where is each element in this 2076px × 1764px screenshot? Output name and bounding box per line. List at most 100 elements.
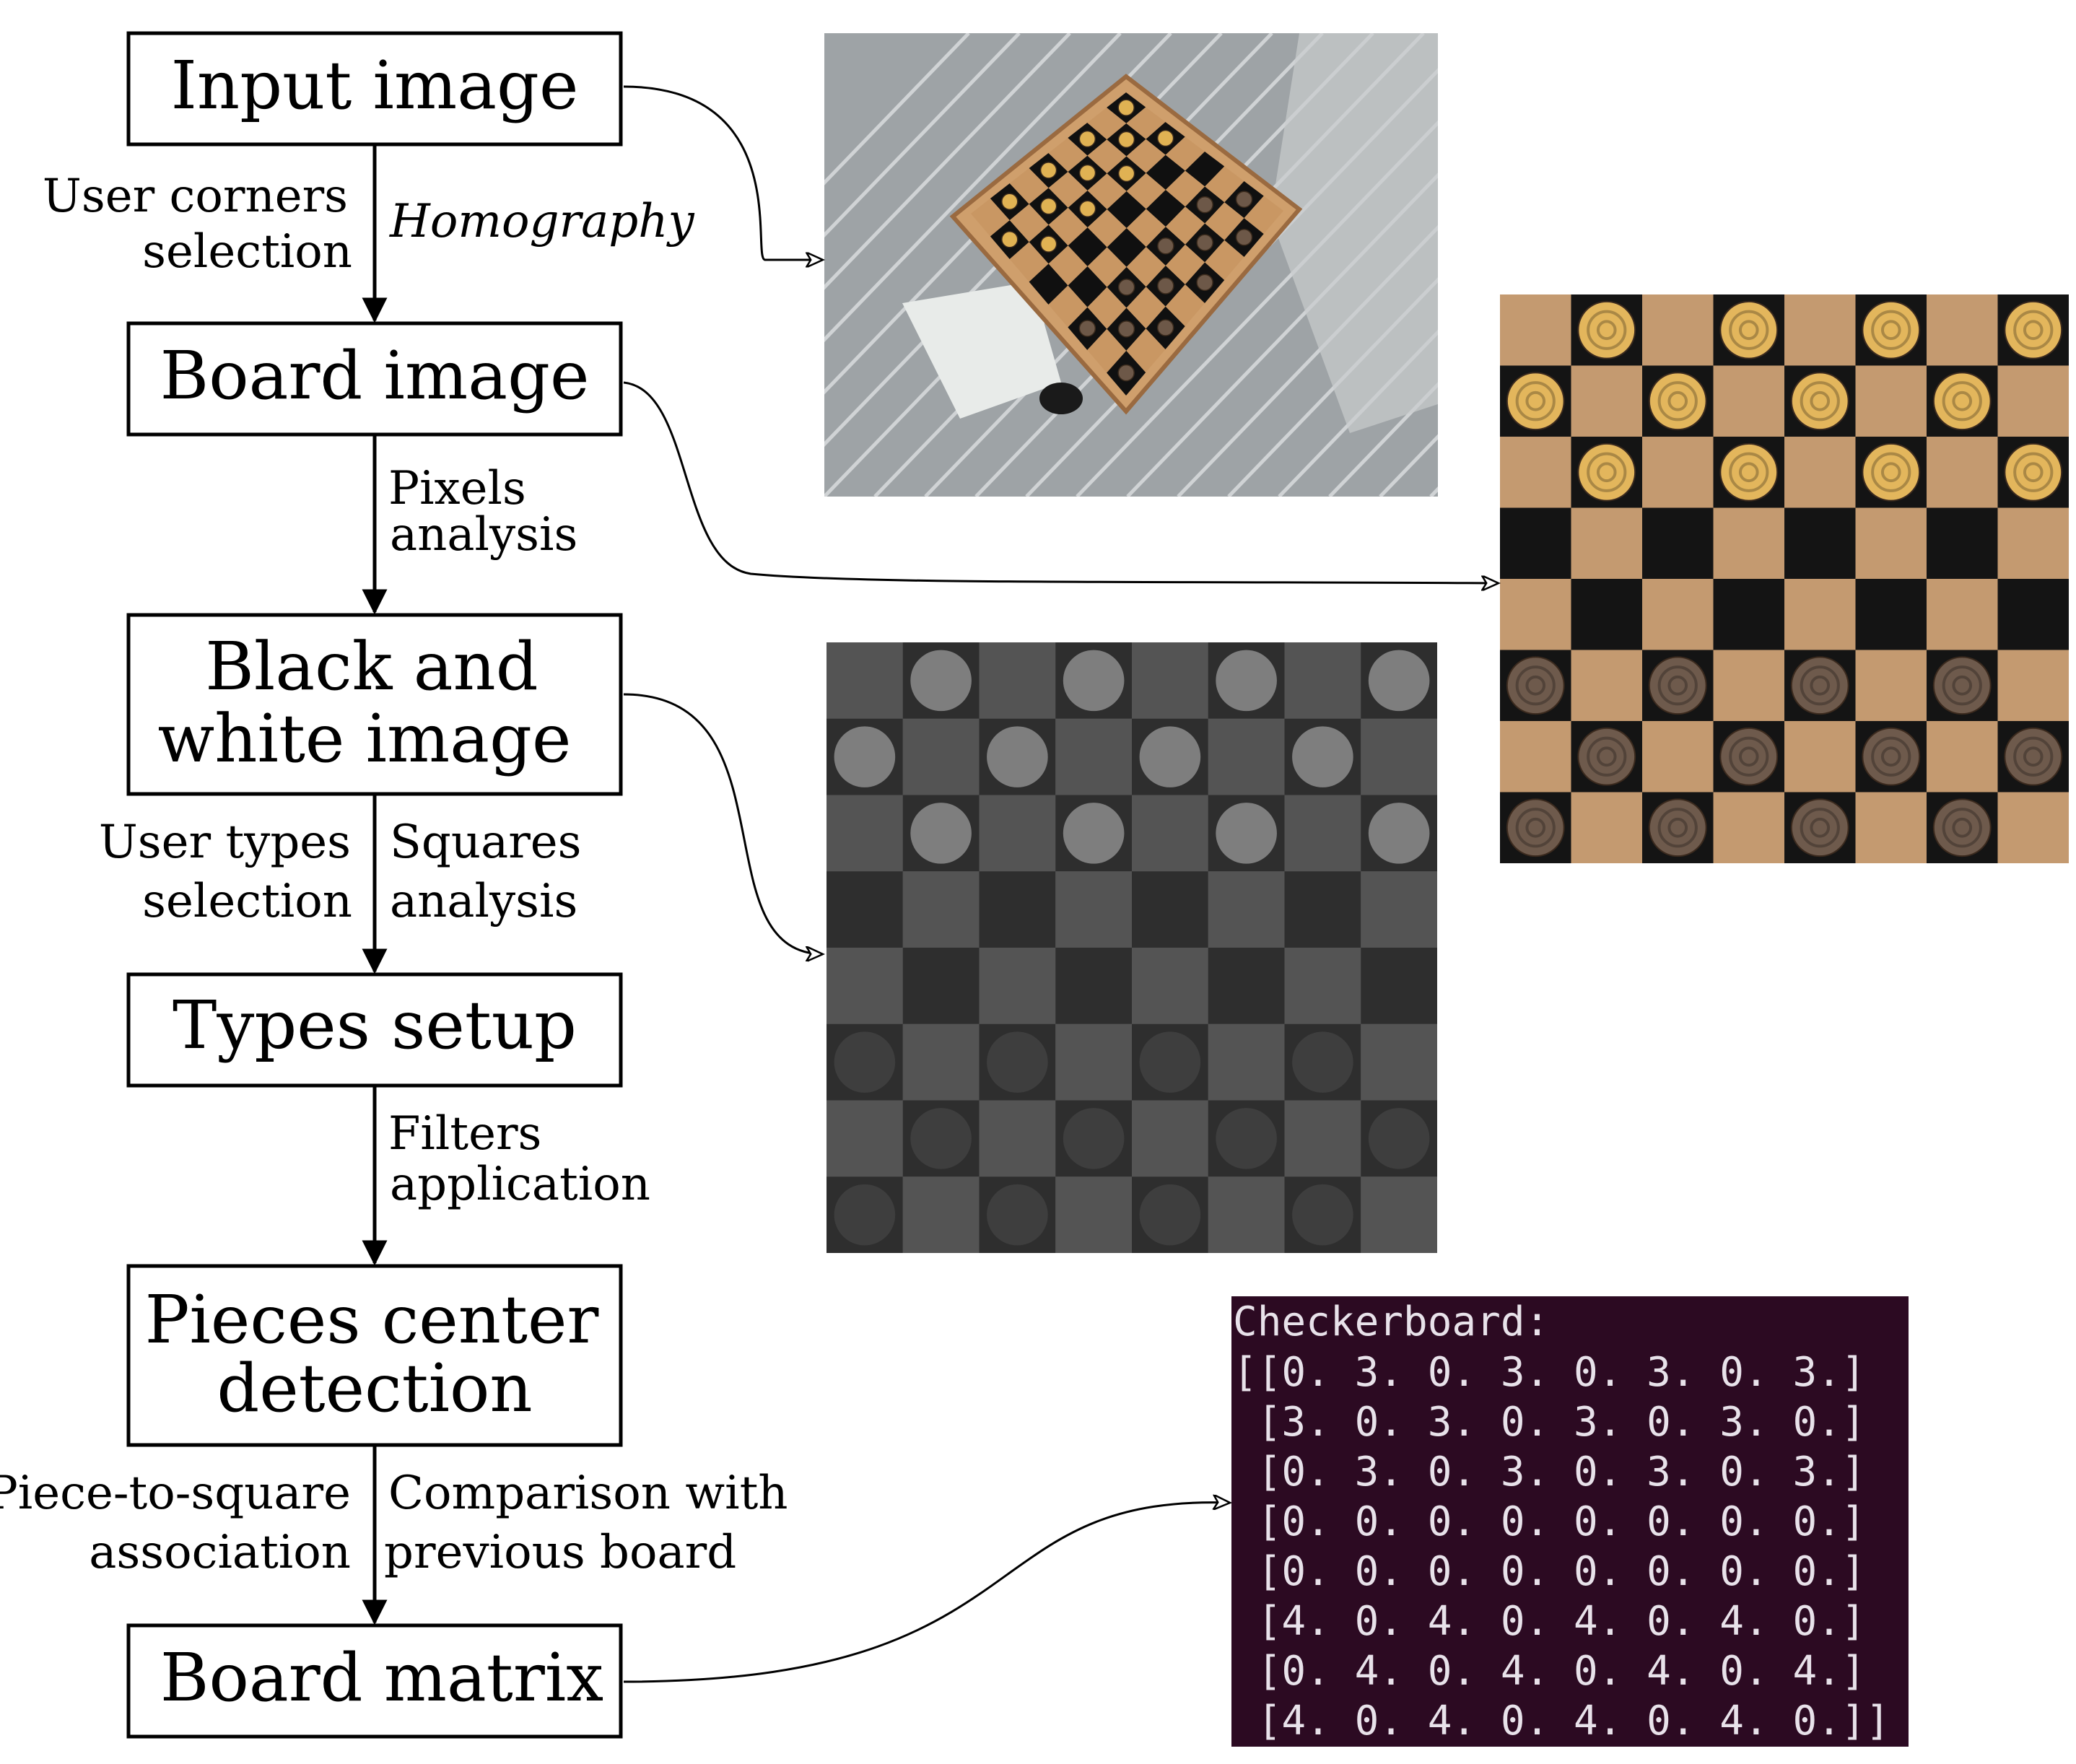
terminal-output: Checkerboard: [[0. 3. 0. 3. 0. 3. 0. 3.]… xyxy=(1231,1296,1909,1747)
board-square xyxy=(1927,721,1998,793)
rail-line xyxy=(824,33,970,185)
terminal-row: [3. 0. 3. 0. 3. 0. 3. 0.] xyxy=(1233,1399,1866,1446)
bw-square xyxy=(1208,948,1285,1024)
photo-square xyxy=(1009,168,1049,204)
terminal-row: [4. 0. 4. 0. 4. 0. 4. 0.] xyxy=(1233,1598,1866,1645)
bw-piece-light xyxy=(1292,726,1353,787)
board-piece-dark xyxy=(1790,656,1849,715)
bw-square xyxy=(827,795,903,872)
bw-square xyxy=(1208,1023,1285,1101)
photo-piece-dark xyxy=(1117,279,1135,296)
bw-piece-light xyxy=(987,726,1048,787)
connector-input-to-photo xyxy=(623,85,823,260)
edge-label-user-corners-2: selection xyxy=(142,225,352,279)
board-square xyxy=(1642,437,1714,508)
photo-piece-light xyxy=(1039,197,1057,215)
photo-square xyxy=(1165,284,1205,326)
bw-square xyxy=(827,948,903,1024)
bw-piece-dark xyxy=(1139,1184,1201,1246)
bw-piece-dark xyxy=(910,1108,972,1169)
board-piece-dark xyxy=(1932,656,1992,715)
photo-square xyxy=(1244,196,1283,234)
edge-label-user-types-1: User types xyxy=(99,816,351,869)
bw-piece-dark xyxy=(834,1031,896,1093)
flow-box-pieces: Pieces center detection xyxy=(126,1264,623,1447)
board-square xyxy=(1855,792,1927,863)
rail-line xyxy=(824,33,1021,238)
bw-piece-light xyxy=(1139,726,1201,787)
edge-labels: User corners selection Homography Pixels… xyxy=(0,170,788,1579)
bw-piece-dark xyxy=(1292,1184,1353,1246)
input-image-photo xyxy=(824,33,1438,497)
board-square xyxy=(1500,437,1571,508)
connector-bw-to-image xyxy=(623,693,823,954)
board-square xyxy=(1500,294,1571,366)
board-square xyxy=(1642,507,1714,579)
bw-square xyxy=(1361,718,1437,795)
bw-square xyxy=(1208,1176,1285,1253)
photo-square xyxy=(1029,263,1068,305)
bw-square xyxy=(827,871,903,948)
edge-label-piece-square-1: Piece-to-square xyxy=(0,1467,351,1520)
board-square xyxy=(1784,579,1856,650)
photo-square xyxy=(1165,206,1205,245)
photo-square xyxy=(1165,170,1205,207)
board-square xyxy=(1571,579,1642,650)
edge-label-comparison-1: Comparison with xyxy=(388,1467,788,1520)
board-piece-light xyxy=(1506,372,1565,431)
photo-square xyxy=(1087,173,1127,209)
bw-square xyxy=(1361,1176,1437,1253)
photo-square xyxy=(1068,266,1107,307)
board-square xyxy=(1927,294,1998,366)
board-piece-light xyxy=(1862,300,1921,359)
connector-matrix-to-terminal xyxy=(623,1503,1230,1683)
bw-square xyxy=(1132,948,1208,1024)
edge-label-filters-2: application xyxy=(390,1158,650,1211)
bw-square xyxy=(979,871,1056,948)
bw-square xyxy=(979,642,1056,719)
board-square xyxy=(1855,650,1927,721)
bw-square xyxy=(1284,1100,1361,1177)
board-square xyxy=(1571,650,1642,721)
flow-box-bw-text-2: white image xyxy=(158,700,572,777)
board-square xyxy=(1855,365,1927,437)
board-piece-light xyxy=(1719,300,1779,359)
board-square xyxy=(1500,721,1571,793)
photo-piece-dark xyxy=(1117,320,1135,338)
board-square xyxy=(1571,507,1642,579)
bw-piece-light xyxy=(1368,650,1430,712)
board-piece-light xyxy=(2004,300,2063,359)
board-square xyxy=(1855,507,1927,579)
bw-piece-dark xyxy=(987,1031,1048,1093)
photo-square xyxy=(1126,107,1166,139)
bw-square xyxy=(1361,871,1437,948)
bw-square xyxy=(902,718,980,795)
flow-box-input-text: Input image xyxy=(171,47,579,124)
board-piece-dark xyxy=(1648,798,1707,857)
bw-piece-light xyxy=(910,650,972,712)
photo-square xyxy=(1185,152,1225,187)
bw-square xyxy=(979,795,1056,872)
board-square xyxy=(1571,365,1642,437)
board-piece-dark xyxy=(1790,798,1849,857)
board-square xyxy=(1997,650,2069,721)
photo-piece-light xyxy=(1001,193,1019,210)
bw-piece-light xyxy=(834,726,896,787)
bw-square xyxy=(902,1023,980,1101)
board-square xyxy=(1642,721,1714,793)
board-square xyxy=(1500,507,1571,579)
photo-square xyxy=(1205,202,1244,240)
bw-piece-light xyxy=(1216,803,1277,864)
bw-square xyxy=(827,642,903,719)
board-square xyxy=(1997,507,2069,579)
photo-piece-dark xyxy=(1157,237,1174,255)
bw-square xyxy=(1284,948,1361,1024)
photo-square xyxy=(1048,207,1088,246)
terminal-row: [0. 4. 0. 4. 0. 4. 0. 4.] xyxy=(1233,1648,1866,1695)
board-square xyxy=(1997,579,2069,650)
photo-piece-dark xyxy=(1157,277,1174,294)
photo-square xyxy=(1068,227,1107,266)
board-square xyxy=(1855,579,1927,650)
photo-square xyxy=(1087,328,1127,373)
